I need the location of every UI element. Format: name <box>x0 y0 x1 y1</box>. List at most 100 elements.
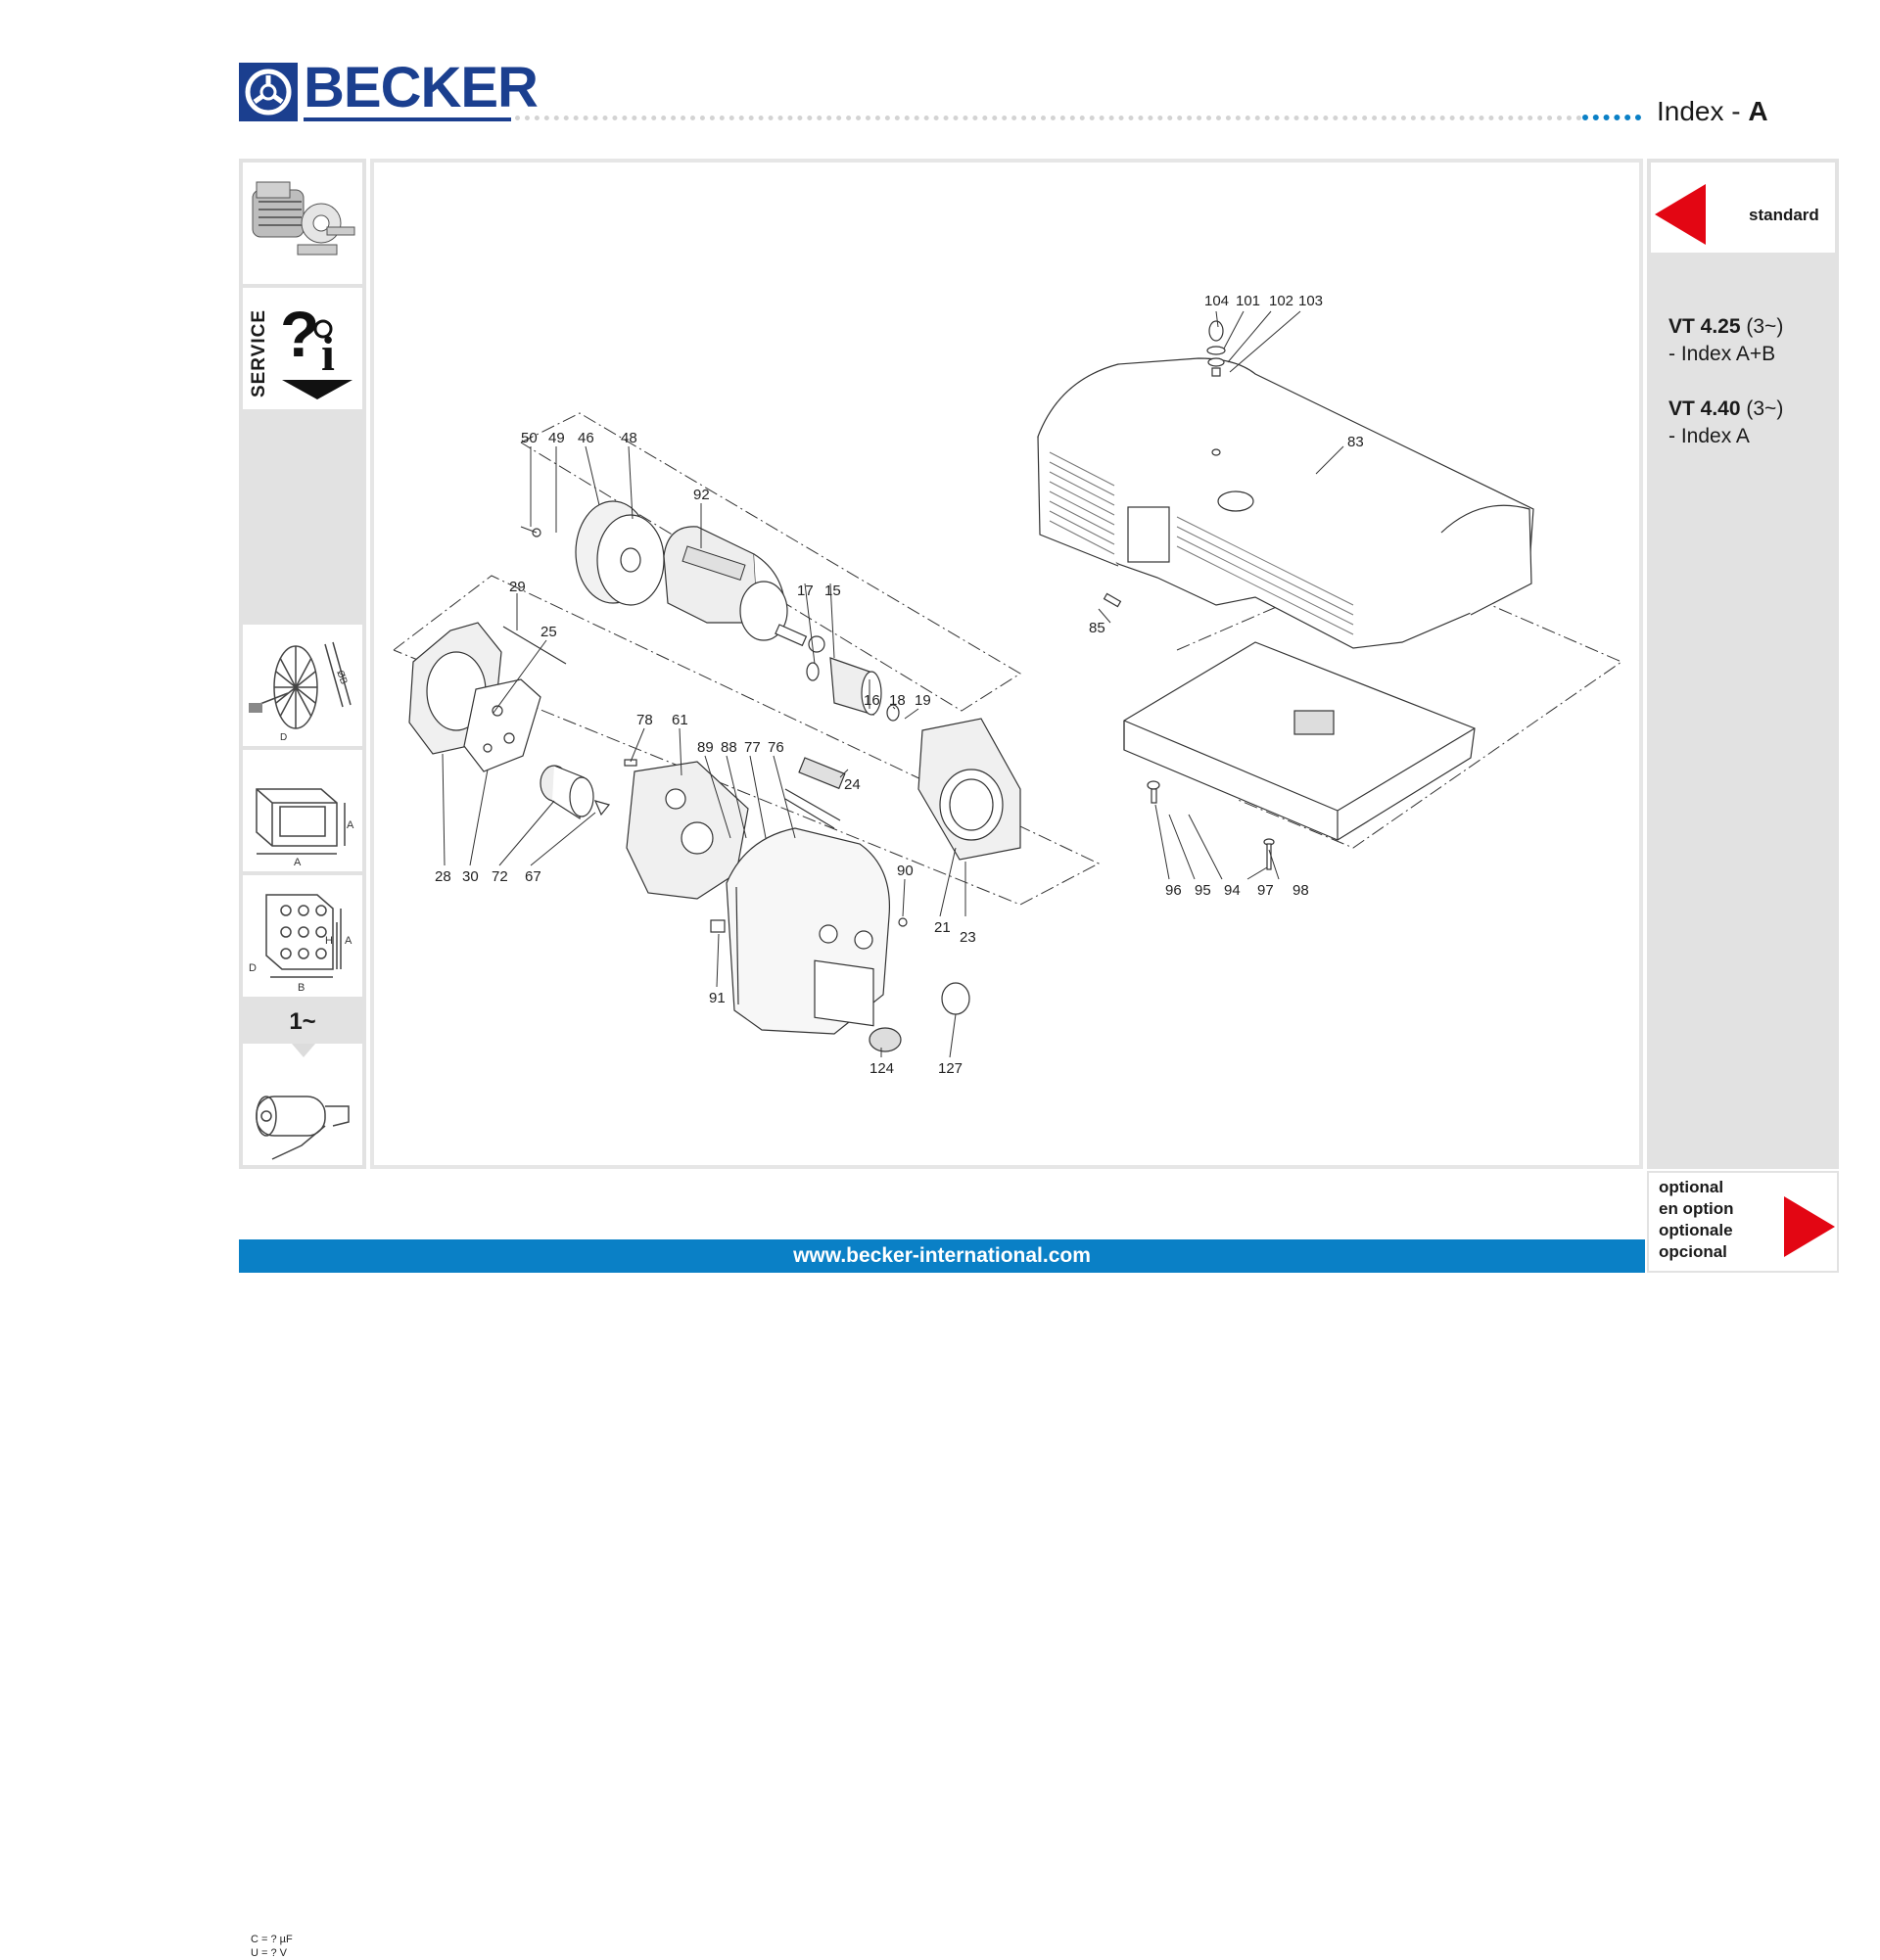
part-number: 50 <box>521 430 538 446</box>
capacitor-c-label: C = ? µF <box>251 1934 293 1945</box>
optional-label-es: opcional <box>1659 1242 1727 1261</box>
part-85-key <box>1103 592 1122 608</box>
service-button[interactable]: SERVICE ? i <box>243 288 362 409</box>
red-arrow-left-icon <box>1655 184 1706 245</box>
right-sidebar: standard VT 4.25 (3~) - Index A+B VT 4.4… <box>1647 159 1839 1169</box>
optional-next-button[interactable]: optional en option optionale opcional <box>1647 1171 1839 1273</box>
motor-thumbnail-button[interactable] <box>243 163 362 284</box>
svg-text:i: i <box>321 326 335 381</box>
index-letter: A <box>1748 96 1768 126</box>
part-number: 92 <box>693 487 710 503</box>
axis-line <box>520 412 1021 712</box>
part-number: 46 <box>578 430 594 446</box>
index-title: Index - A <box>1657 96 1768 127</box>
help-info-download-icon: ? i <box>280 298 352 399</box>
single-phase-label: 1~ <box>243 1003 362 1042</box>
model-entry: VT 4.40 (3~) <box>1668 396 1783 423</box>
header-blue-dots <box>1582 115 1641 120</box>
svg-text:B: B <box>298 982 305 994</box>
svg-text:A: A <box>347 819 354 831</box>
part-28-gear-cover <box>408 622 567 772</box>
part-92-strip <box>682 545 746 582</box>
part-number: 17 <box>797 583 814 599</box>
main-panel: 104 101 102 103 83 85 96 95 94 97 98 50 … <box>370 159 1643 1169</box>
part-number: 49 <box>548 430 565 446</box>
motor-icon <box>252 181 355 256</box>
optional-label-en: optional <box>1659 1178 1724 1196</box>
part-94-base <box>1123 641 1476 841</box>
terminal-block-dimensions-button[interactable]: B A H D <box>243 875 362 997</box>
part-89-silencer-cover <box>726 788 891 1035</box>
part-number: 89 <box>697 739 714 756</box>
part-91-plug <box>710 919 726 933</box>
part-number: 18 <box>889 692 906 709</box>
footer-bar: www.becker-international.com <box>239 1239 1645 1273</box>
part-number: 104 <box>1204 293 1229 309</box>
part-number: 103 <box>1298 293 1323 309</box>
capacitor-button[interactable]: C = ? µF U = ? V <box>243 1044 362 1959</box>
part-104-eyebolt <box>1206 320 1226 377</box>
part-number: 16 <box>864 692 880 709</box>
part-number: 90 <box>897 863 914 879</box>
part-number: 77 <box>744 739 761 756</box>
terminal-block-icon: B A H D <box>249 894 352 994</box>
part-number: 15 <box>824 583 841 599</box>
part-number: 48 <box>621 430 637 446</box>
part-number: 127 <box>938 1060 963 1077</box>
red-arrow-right-icon <box>1784 1196 1835 1257</box>
part-number: 98 <box>1292 882 1309 899</box>
website-link[interactable]: www.becker-international.com <box>793 1244 1091 1267</box>
optional-label-it: optionale <box>1659 1221 1733 1239</box>
part-number: 21 <box>934 919 951 936</box>
part-number: 29 <box>509 579 526 595</box>
becker-emblem-icon <box>239 63 298 121</box>
part-number: 67 <box>525 868 541 885</box>
part-number: 101 <box>1236 293 1260 309</box>
part-124-fitting <box>869 1027 902 1052</box>
axis-line <box>393 575 1101 906</box>
terminal-box-dimensions-button[interactable]: A A <box>243 750 362 871</box>
capacitor-u-label: U = ? V <box>251 1947 287 1959</box>
part-number: 95 <box>1195 882 1211 899</box>
part-127-cap <box>941 982 970 1015</box>
svg-text:D: D <box>249 962 257 974</box>
part-95-washer <box>1147 780 1160 790</box>
part-number: 61 <box>672 712 688 728</box>
part-number: 83 <box>1347 434 1364 450</box>
part-98-bolt <box>1266 843 1272 870</box>
part-24-blade <box>798 757 846 790</box>
model-phase: (3~) <box>1740 397 1784 420</box>
fan-wheel-icon: ØB D <box>249 641 352 743</box>
svg-text:D: D <box>280 732 287 743</box>
part-46-impeller <box>520 500 665 606</box>
optional-label-fr: en option <box>1659 1199 1734 1218</box>
part-29-rod <box>502 626 567 665</box>
part-number: 91 <box>709 990 726 1006</box>
part-96-screw <box>1151 788 1157 804</box>
part-number: 30 <box>462 868 479 885</box>
part-number: 19 <box>915 692 931 709</box>
model-phase: (3~) <box>1740 315 1784 338</box>
svg-text:A: A <box>294 857 302 868</box>
model-index: - Index A+B <box>1668 343 1776 365</box>
model-name: VT 4.25 <box>1668 315 1741 338</box>
part-number: 25 <box>540 624 557 640</box>
fan-dimensions-button[interactable]: ØB D <box>243 625 362 746</box>
brand-name: BECKER <box>304 56 539 119</box>
svg-text:A: A <box>345 935 352 947</box>
logo-underline <box>304 117 511 121</box>
standard-previous-button[interactable]: standard <box>1651 163 1835 253</box>
part-number: 102 <box>1269 293 1293 309</box>
part-number: 85 <box>1089 620 1105 636</box>
part-number: 96 <box>1165 882 1182 899</box>
part-90-screw <box>898 917 908 927</box>
model-list: VT 4.25 (3~) - Index A+B VT 4.40 (3~) - … <box>1668 313 1783 450</box>
exploded-view-frame: 104 101 102 103 83 85 96 95 94 97 98 50 … <box>374 163 1639 1165</box>
part-number: 24 <box>844 776 861 793</box>
part-21-cylinder <box>917 718 1021 861</box>
standard-label: standard <box>1749 206 1819 224</box>
part-number: 94 <box>1224 882 1241 899</box>
left-sidebar: SERVICE ? i ØB D <box>239 159 366 1959</box>
part-number: 28 <box>435 868 451 885</box>
part-number: 72 <box>492 868 508 885</box>
